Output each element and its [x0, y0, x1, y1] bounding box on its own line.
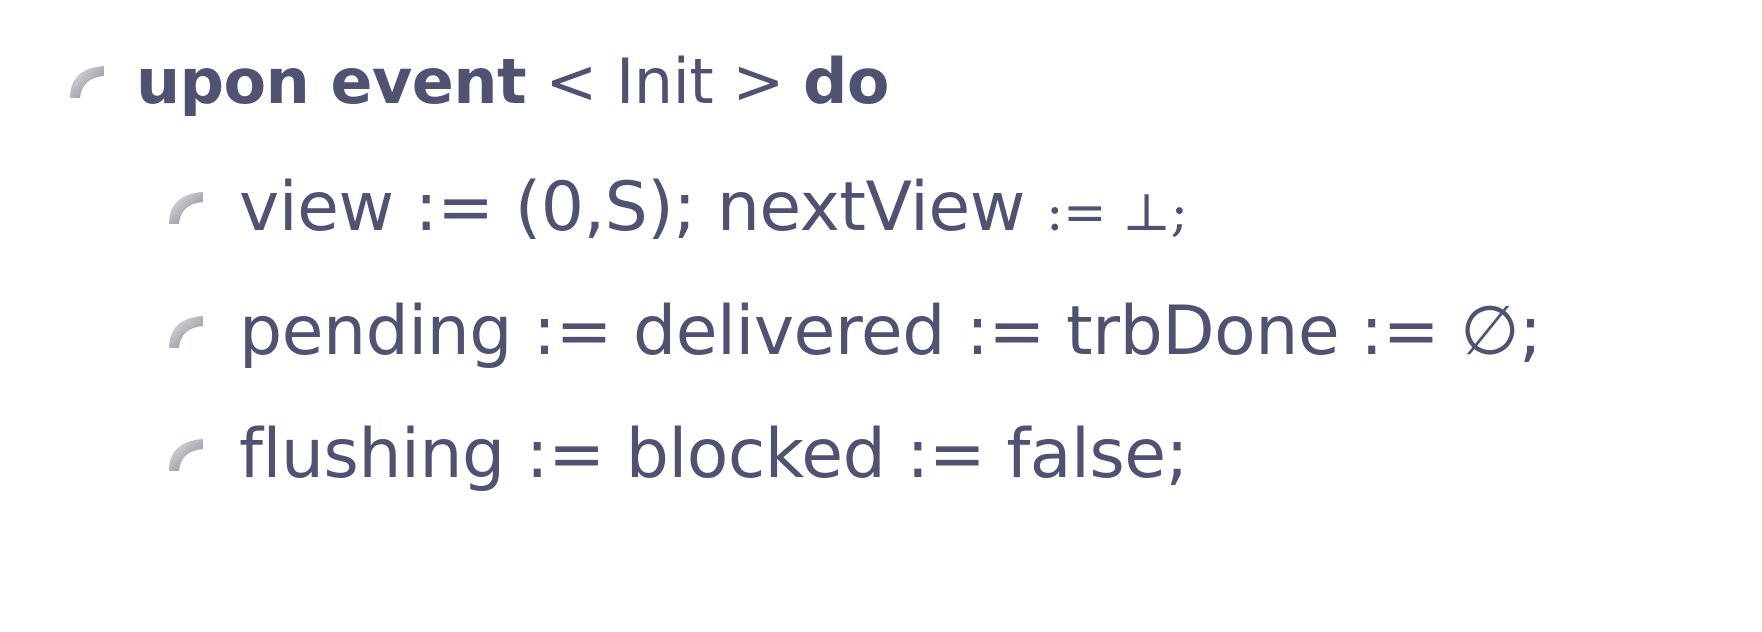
statement-text: pending := delivered := trbDone :=: [239, 291, 1461, 371]
keyword-upon-event: upon event: [136, 44, 527, 118]
quarter-circle-bullet-icon: [163, 431, 209, 477]
event-handler-heading: upon event < Init > do: [64, 42, 889, 120]
statement-terminator: ;: [1519, 291, 1542, 371]
init-event: < Init >: [545, 44, 784, 118]
quarter-circle-bullet-icon: [163, 184, 209, 230]
keyword-do: do: [803, 44, 889, 118]
statement-text: flushing := blocked := false;: [239, 414, 1189, 494]
statement-view-init: view := (0,S); nextView := ⊥;: [163, 164, 1188, 250]
empty-set-symbol: ∅: [1460, 291, 1520, 371]
quarter-circle-bullet-icon: [163, 308, 209, 354]
statement-flushing-init: flushing := blocked := false;: [163, 411, 1189, 497]
bottom-assignment: := ⊥;: [1045, 182, 1188, 243]
quarter-circle-bullet-icon: [64, 58, 110, 104]
statement-pending-init: pending := delivered := trbDone := ∅;: [163, 288, 1542, 374]
statement-text: view := (0,S); nextView: [239, 167, 1046, 247]
